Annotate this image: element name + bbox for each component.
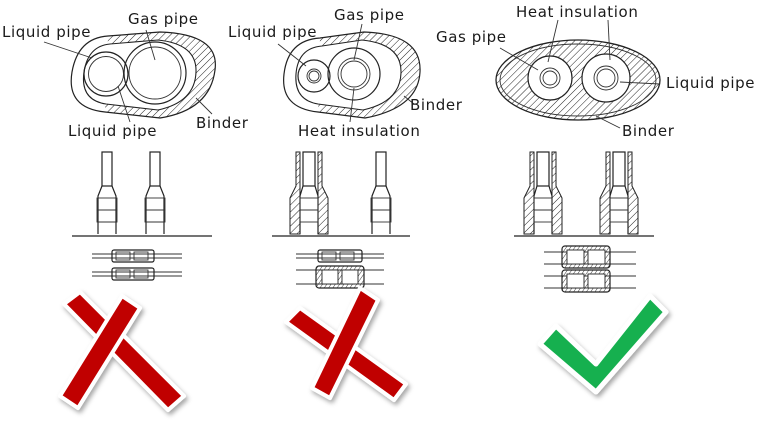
label-heat-insulation: Heat insulation xyxy=(516,3,638,21)
check-mark-icon xyxy=(537,293,669,395)
label-binder: Binder xyxy=(410,96,463,114)
elevation-middle xyxy=(272,151,410,237)
cross-mark-icon xyxy=(58,290,186,412)
label-gas-pipe: Gas pipe xyxy=(436,28,507,46)
leader-lines-left xyxy=(43,29,213,123)
cross-section-left xyxy=(70,31,216,119)
panel-middle: Liquid pipe Gas pipe Binder Heat insulat… xyxy=(228,6,463,402)
elevation-left xyxy=(72,151,212,237)
label-heat-insulation: Heat insulation xyxy=(298,122,420,140)
cross-section-right xyxy=(495,39,661,121)
label-liquid-pipe: Liquid pipe xyxy=(228,23,317,41)
plan-view-middle xyxy=(296,249,384,289)
cross-mark-icon xyxy=(284,286,408,402)
leader-lines-right xyxy=(499,19,661,129)
label-gas-pipe: Gas pipe xyxy=(334,6,405,24)
label-gas-pipe: Gas pipe xyxy=(128,10,199,28)
label-liquid-pipe-bottom: Liquid pipe xyxy=(68,122,157,140)
label-binder: Binder xyxy=(622,122,675,140)
leader-lines-middle xyxy=(277,23,415,123)
label-liquid-pipe: Liquid pipe xyxy=(2,23,91,41)
label-liquid-pipe: Liquid pipe xyxy=(666,74,755,92)
label-binder: Binder xyxy=(196,114,249,132)
panel-left: Liquid pipe Gas pipe Liquid pipe Binder xyxy=(2,10,249,412)
elevation-right xyxy=(514,151,654,237)
cross-section-middle xyxy=(283,31,421,119)
plan-view-right xyxy=(544,245,636,293)
plan-view-left xyxy=(92,249,182,281)
panel-right: Heat insulation Gas pipe Liquid pipe Bin… xyxy=(436,3,755,395)
